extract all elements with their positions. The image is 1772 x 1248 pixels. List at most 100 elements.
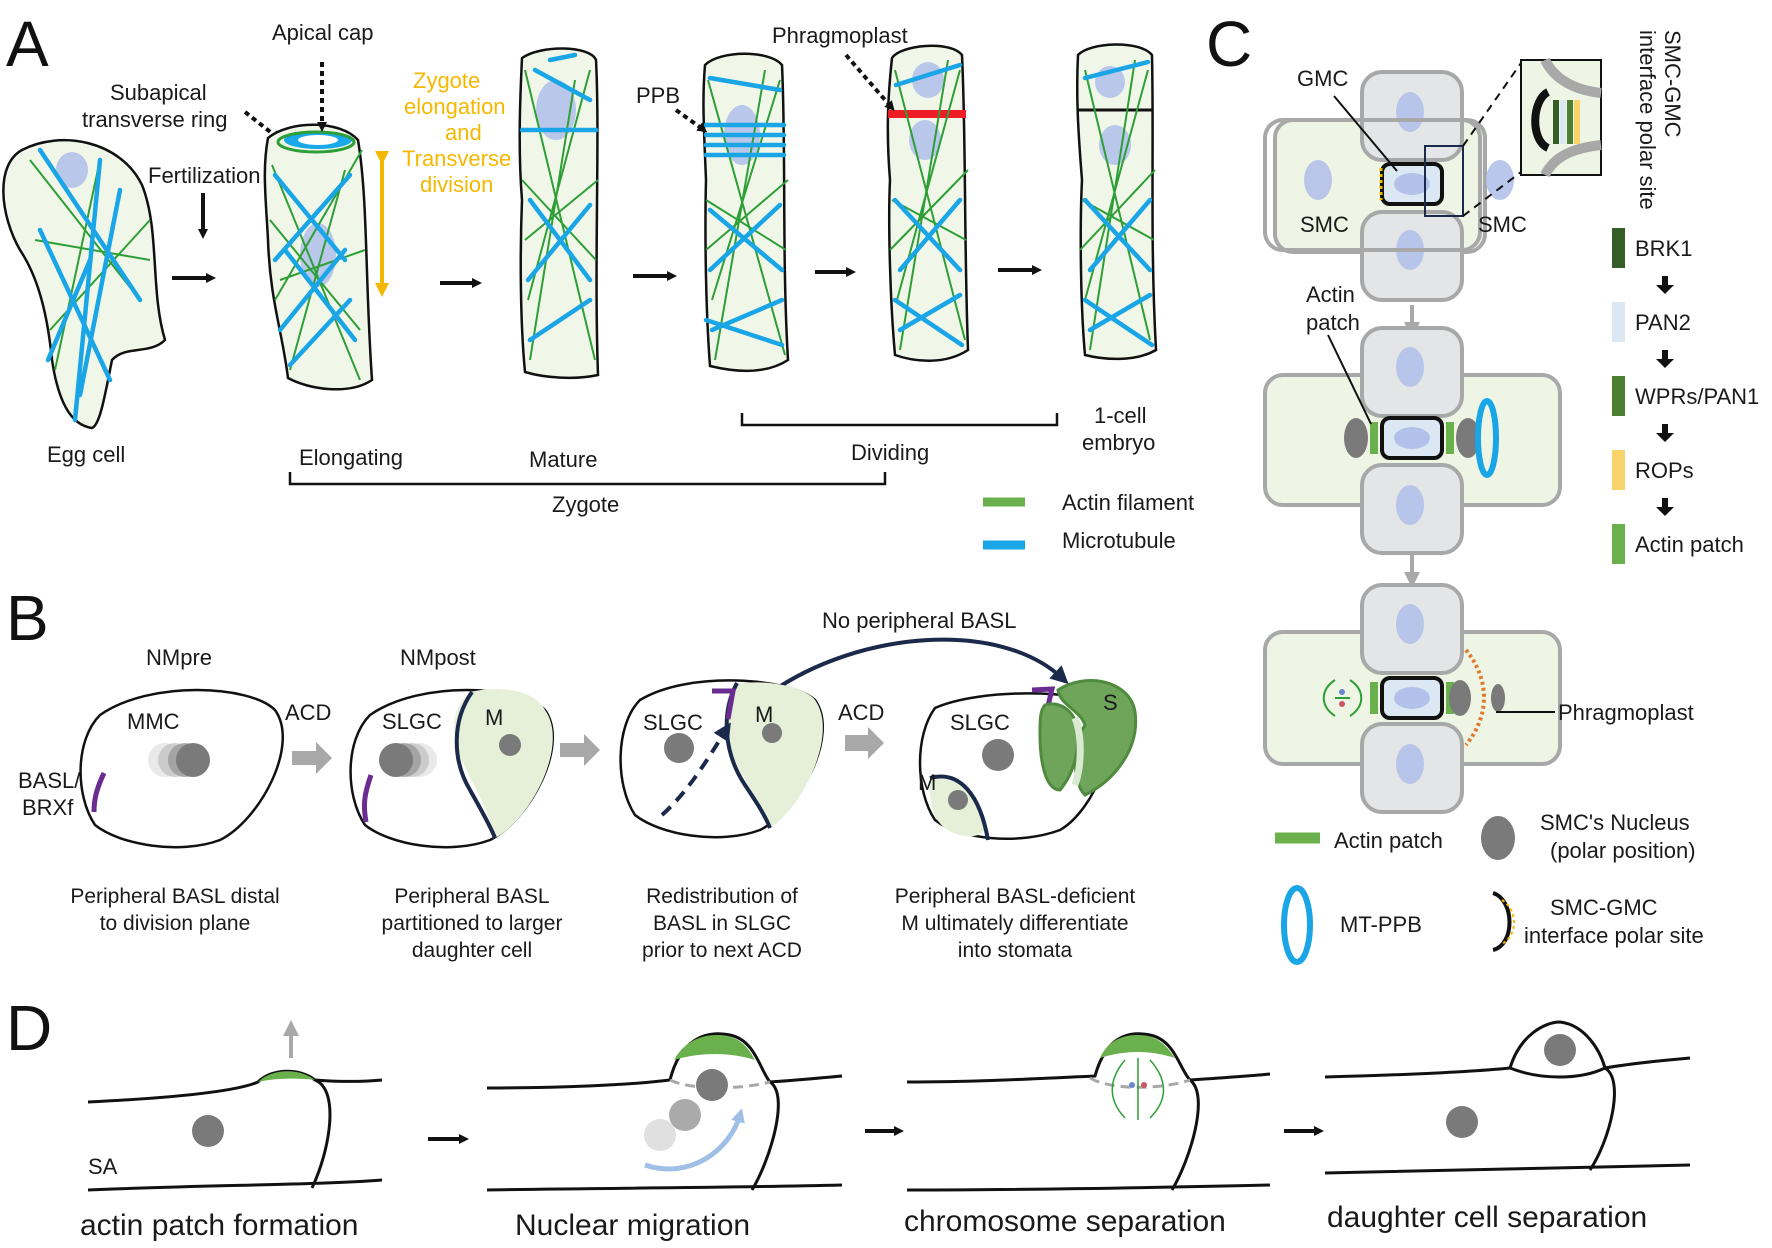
legend-polar-icon [1492, 891, 1512, 952]
panel-d-letter: D [6, 992, 52, 1064]
cascade-arrow-3 [1656, 498, 1674, 516]
ppb-label: PPB [636, 83, 680, 108]
actin-patch-pointer [1327, 334, 1372, 425]
cascade-label-3: ROPs [1635, 458, 1694, 483]
one-cell-label-1: 1-cell [1094, 403, 1147, 428]
m-label-1: M [485, 705, 503, 730]
one-cell-label-2: embryo [1082, 430, 1155, 455]
actin-patch-label-1: Actin [1306, 282, 1355, 307]
acd-arrow-1 [292, 742, 332, 774]
stomata-cell [918, 679, 1138, 841]
mature-label: Mature [529, 447, 597, 472]
nmpost-cell [349, 688, 555, 849]
smc-label-right: SMC [1478, 212, 1527, 237]
one-cell-embryo [1075, 43, 1158, 361]
slgc-label-1: SLGC [382, 709, 442, 734]
panel-a: A Egg cell Subapical transverse ring Fer… [2, 8, 1194, 553]
zygote-elongation-1: Zygote [413, 68, 480, 93]
caption-b2-line2: partitioned to larger [382, 912, 563, 935]
slgc-label-3: SLGC [950, 710, 1010, 735]
panel-b-letter: B [6, 582, 49, 654]
ppb-pointer [674, 108, 708, 133]
legend-actin-label: Actin filament [1062, 490, 1194, 515]
mature-zygote [518, 47, 600, 380]
stomatal-complex-2 [1263, 326, 1562, 555]
caption-b4-line2: M ultimately differentiate [901, 912, 1128, 935]
caption-b1-line2: to division plane [100, 912, 251, 935]
caption-d3: chromosome separation [904, 1205, 1226, 1238]
caption-b4-line1: Peripheral BASL-deficient [895, 885, 1136, 908]
phragmoplast-label: Phragmoplast [772, 23, 908, 48]
legend-nucleus-label-1: SMC's Nucleus [1540, 810, 1690, 835]
panel-c: C GMC SMC SMC [1206, 8, 1759, 965]
legend-mtppb-icon [1281, 885, 1313, 965]
caption-b3-line2: BASL in SLGC [653, 912, 791, 935]
cascade-swatch-2 [1612, 376, 1625, 416]
cascade-swatch-3 [1612, 450, 1625, 490]
sa-cell-2 [486, 1032, 843, 1192]
panel-d: D SA [6, 992, 1691, 1242]
mmc-label: MMC [127, 709, 180, 734]
legend-nucleus-label-2: (polar position) [1550, 838, 1696, 863]
elongating-zygote [263, 123, 374, 391]
stomatal-complex-1 [1263, 57, 1602, 302]
caption-b3-line1: Redistribution of [646, 885, 798, 908]
nmpre-label: NMpre [146, 645, 212, 670]
cascade-label-2: WPRs/PAN1 [1635, 384, 1759, 409]
zygote-bracket [288, 472, 887, 486]
s-label: S [1103, 690, 1118, 715]
gmc-pointer [1333, 95, 1398, 172]
legend-polar-label-2: interface polar site [1524, 923, 1704, 948]
cascade-arrow-0 [1656, 276, 1674, 294]
zygote-label: Zygote [552, 492, 619, 517]
basl-label-1: BASL/ [18, 768, 81, 793]
dividing-bracket [740, 413, 1059, 427]
caption-b4-line3: into stomata [958, 939, 1073, 962]
legend-nucleus-icon [1481, 816, 1515, 860]
nmpost-label: NMpost [400, 645, 476, 670]
fertilization-label: Fertilization [148, 163, 260, 188]
phragmoplast-zygote [886, 44, 970, 362]
polar-site-label-1: SMC-GMC [1660, 30, 1685, 138]
legend-mt-label: Microtubule [1062, 528, 1176, 553]
m-label-2: M [755, 702, 773, 727]
acd-arrow-2 [845, 727, 884, 759]
sa-label: SA [88, 1154, 118, 1179]
mmc-cell [79, 688, 285, 849]
legend-mtppb-label: MT-PPB [1340, 912, 1422, 937]
cascade-label-0: BRK1 [1635, 236, 1692, 261]
basl-label-2: BRXf [22, 795, 74, 820]
sa-cell-3 [906, 1032, 1271, 1192]
legend-c-actin-label: Actin patch [1334, 828, 1443, 853]
no-peripheral-arrow [768, 637, 1069, 695]
actin-patch-label-2: patch [1306, 310, 1360, 335]
sa-cell-4 [1324, 1020, 1691, 1175]
caption-d2: Nuclear migration [515, 1209, 750, 1242]
caption-d4: daughter cell separation [1327, 1201, 1647, 1234]
caption-b2-line3: daughter cell [412, 939, 532, 962]
zygote-elongation-4: Transverse [402, 146, 511, 171]
panel-b: B NMpre NMpost No peripheral BASL MMC BA… [6, 582, 1138, 962]
gmc-label: GMC [1297, 66, 1348, 91]
phragmoplast-pointer [844, 53, 895, 112]
panel-c-letter: C [1206, 8, 1252, 80]
phragmoplast-c-label: Phragmoplast [1558, 700, 1694, 725]
cascade-swatch-0 [1612, 228, 1625, 268]
acd-label-1: ACD [285, 700, 331, 725]
cascade-label-1: PAN2 [1635, 310, 1691, 335]
gray-arrow-b [560, 734, 600, 766]
caption-b1-line1: Peripheral BASL distal [70, 885, 279, 908]
stomatal-complex-3 [1263, 583, 1562, 814]
subapical-pointer [243, 110, 282, 141]
dividing-label: Dividing [851, 440, 929, 465]
ppb-zygote [702, 52, 790, 373]
zygote-elongation-5: division [420, 172, 493, 197]
subapical-label-2: transverse ring [82, 107, 228, 132]
smc-label-left: SMC [1300, 212, 1349, 237]
cascade-label-4: Actin patch [1635, 532, 1744, 557]
apical-cap-label: Apical cap [272, 20, 374, 45]
panel-a-letter: A [6, 8, 49, 80]
sa-cell-1 [87, 1020, 383, 1192]
